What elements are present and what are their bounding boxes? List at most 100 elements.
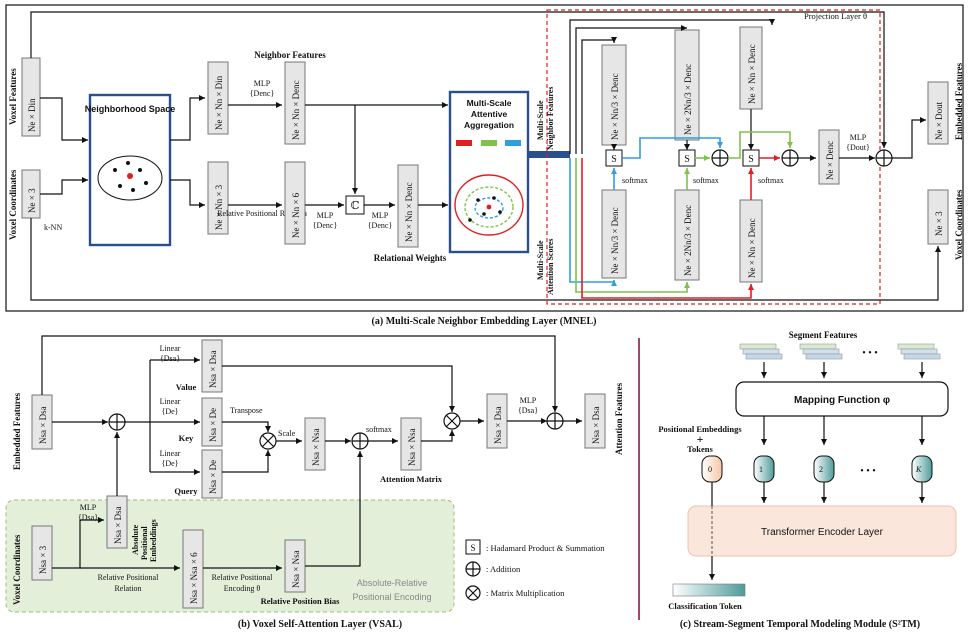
ne-din-text: Ne × Din [27, 98, 37, 132]
de-k: {De} [161, 407, 178, 416]
attention-matrix-label: Attention Matrix [380, 474, 443, 484]
hadamard-op-3-symbol: S [748, 154, 754, 165]
nn-din-box [207, 61, 229, 135]
query-label: Query [174, 486, 198, 496]
legend-matmul-text: : Matrix Multiplication [486, 588, 565, 598]
ne-3-text: Ne × 3 [27, 188, 37, 213]
ne-denc-text: Ne × Denc [825, 141, 835, 180]
frac1-bottom-text: Ne × Nn/3 × Denc [610, 207, 620, 274]
voxel-coordinates-label: Voxel Coordinates [8, 169, 18, 240]
qk-text: Nsa × Nsa [311, 428, 321, 466]
vsal-caption: (b) Voxel Self-Attention Layer (VSAL) [238, 619, 402, 630]
legend-hadamard-text: : Hadamard Product & Summation [486, 543, 605, 553]
segment-stack-k [897, 343, 941, 360]
ne-dout-text: Ne × Dout [934, 101, 944, 140]
denc-label-1: {Denc} [250, 89, 275, 98]
msaa-green-bar [481, 140, 497, 146]
relational-weights-box [397, 164, 419, 248]
ne-3-out-box [927, 189, 949, 245]
abs-pe-label-2: Positional [140, 525, 149, 560]
classification-token-label: Classification Token [668, 601, 742, 611]
nn-denc-text: Ne × Nn × Denc [291, 80, 301, 140]
nn-6-box [284, 161, 306, 245]
classification-token-bar [672, 583, 746, 597]
mlp-label-4: MLP [850, 133, 867, 142]
token-1-label: 1 [759, 465, 763, 474]
rel-pos-rel-label: Relative Positional Relation [217, 209, 307, 218]
av-text: Nsa × Dsa [493, 406, 503, 444]
legend-hadamard-symbol: S [470, 543, 475, 553]
token-k-label: K [915, 465, 922, 474]
softmax-1: softmax [622, 176, 648, 185]
dsa-mlp: {Dsa} [518, 406, 538, 415]
rel-pos-encoding-1: Relative Positional [212, 573, 273, 582]
msaa-scale-mid [464, 186, 514, 228]
mapping-function-box [735, 381, 949, 417]
token-k: K [911, 455, 933, 483]
abs-rel-pe-label-1: Absolute-Relative [357, 578, 428, 588]
frac1-top-box [601, 44, 627, 146]
vsal-rel-pos-relation-1: Relative Positional [98, 573, 159, 582]
voxel-features-label: Voxel Features [8, 68, 18, 125]
token-1: 1 [753, 455, 775, 483]
ms-neighbor-features-1: Multi-Scale [536, 100, 545, 140]
dsa-pe: {Dsa} [78, 513, 98, 522]
msaa-title-1: Multi-Scale [467, 98, 512, 108]
token-ellipsis: • • • [860, 466, 876, 477]
msaa-connector [528, 151, 570, 158]
embedded-features-out-label: Embedded Features [954, 62, 964, 140]
nsa-nsa-6-text: Nsa × Nsa × 6 [189, 552, 199, 604]
rel-bias-text: Nsa × Nsa [291, 550, 301, 588]
softmax-label: softmax [366, 425, 392, 434]
abs-pe-label-3: Embeddings [149, 519, 158, 562]
ms-attention-scores-2: Attention Scores [546, 238, 555, 295]
frac2-bottom-box [674, 189, 700, 281]
neighbor-points [113, 161, 148, 192]
mlp-pe: MLP [80, 503, 97, 512]
abs-pe-text: Nsa × Dsa [113, 506, 123, 544]
full-bottom-text: Ne × Nn × Denc [747, 218, 757, 278]
attention-matrix-text: Nsa × Nsa [407, 428, 417, 466]
concat-symbol: ℂ [351, 200, 360, 212]
hadamard-op-2-symbol: S [684, 154, 690, 165]
tokens-label: Tokens [687, 444, 713, 454]
vsal-rel-pos-relation-2: Relation [114, 584, 141, 593]
ne-3-out-text: Ne × 3 [934, 211, 944, 236]
nn-3-text: Ne × Nn × 3 [214, 184, 224, 230]
ne-denc-box [818, 129, 840, 185]
legend: S : Hadamard Product & Summation : Addit… [465, 539, 605, 601]
attention-features-label: Attention Features [614, 382, 624, 455]
de-q: {De} [161, 459, 178, 468]
qk-box [304, 417, 326, 471]
key-text: Nsa × De [208, 408, 218, 442]
positional-embeddings-label: Positional Embeddings [658, 424, 742, 434]
key-label: Key [179, 433, 194, 443]
msaa-title-2: Attentive [471, 109, 508, 119]
msaa-blue-bar [505, 140, 521, 146]
nn-6-text: Ne × Nn × 6 [291, 192, 301, 238]
segment-stack-1 [739, 343, 783, 360]
msaa-red-bar [456, 140, 472, 146]
neighbor-features-label: Neighbor Features [254, 50, 326, 60]
value-label: Value [176, 382, 197, 392]
s2tm-caption: (c) Stream-Segment Temporal Modeling Mod… [680, 619, 920, 630]
msaa-title-3: Aggregation [464, 120, 514, 130]
nn-din-text: Ne × Nn × Din [214, 75, 224, 130]
legend-addition-text: : Addition [486, 564, 521, 574]
softmax-3: softmax [758, 176, 784, 185]
knn-label: k-NN [44, 223, 62, 232]
linear-k: Linear [160, 397, 181, 406]
scale-label: Scale [278, 429, 296, 438]
token-2: 2 [813, 455, 835, 483]
s2tm-section: Segment Features • • • Mapping Function … [658, 330, 957, 630]
token-0-label: 0 [708, 465, 712, 474]
segment-features-label: Segment Features [789, 330, 858, 340]
attention-matrix-box [400, 417, 422, 471]
mapping-function-label: Mapping Function φ [794, 395, 890, 406]
frac2-bottom-text: Ne × 2Nn/3 × Denc [683, 205, 693, 276]
mlp-label-3: MLP [372, 211, 389, 220]
frac2-top-text: Ne × 2Nn/3 × Denc [683, 64, 693, 135]
segment-ellipsis: • • • [862, 348, 878, 359]
dsa-v: {Dsa} [160, 354, 180, 363]
frac1-bottom-box [601, 189, 627, 279]
